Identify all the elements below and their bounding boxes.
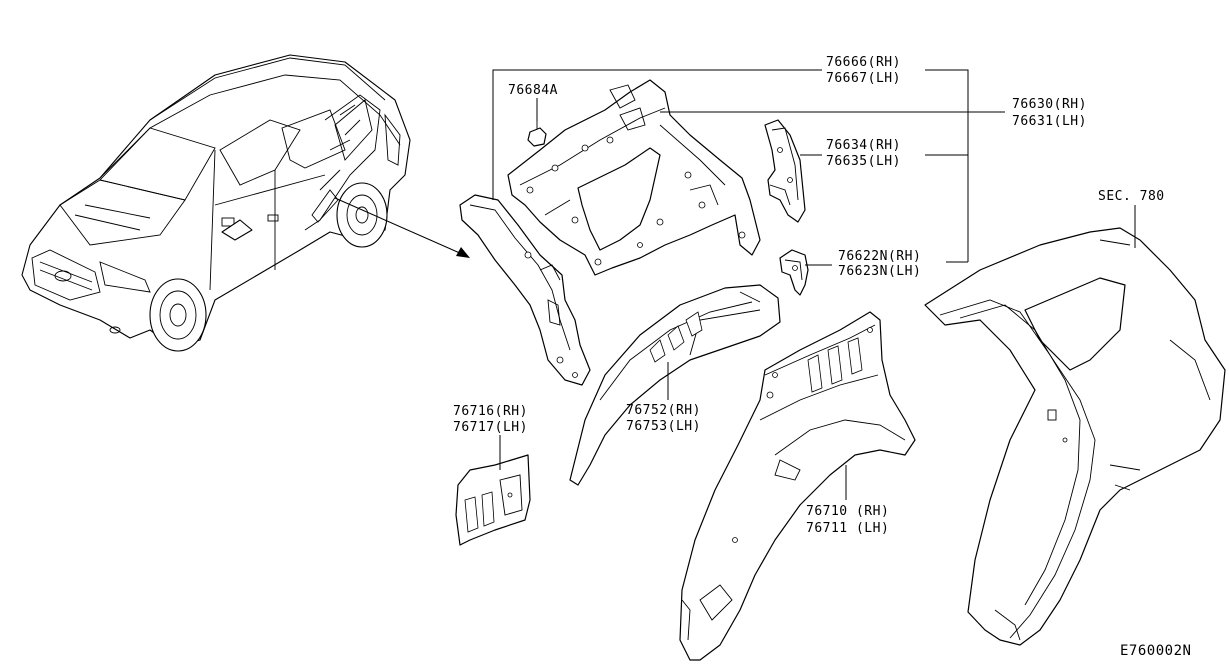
callout-76634: 76634(RH) bbox=[826, 138, 901, 153]
inner-rear-panel-part bbox=[507, 79, 761, 276]
callout-76667: 76667(LH) bbox=[826, 71, 901, 86]
callout-labels: 76666(RH) 76667(LH) 76684A 76630(RH) 766… bbox=[453, 55, 1191, 659]
callout-76623n: 76623N(LH) bbox=[838, 264, 921, 279]
callout-76684a: 76684A bbox=[508, 83, 558, 98]
bracket-part bbox=[764, 119, 806, 223]
small-panel-part bbox=[455, 454, 531, 546]
callout-76666: 76666(RH) bbox=[826, 55, 901, 70]
clip-part bbox=[527, 121, 547, 147]
wheel-arch-part bbox=[569, 284, 781, 486]
leader-lines bbox=[492, 69, 1136, 500]
callout-76717: 76717(LH) bbox=[453, 420, 528, 435]
small-bracket-part bbox=[779, 249, 809, 296]
outer-body-side-part bbox=[924, 227, 1226, 646]
callout-76752: 76752(RH) bbox=[626, 403, 701, 418]
callout-76753: 76753(LH) bbox=[626, 419, 701, 434]
vehicle-illustration bbox=[21, 54, 411, 352]
callout-76716: 76716(RH) bbox=[453, 404, 528, 419]
callout-76710: 76710 (RH) bbox=[806, 504, 889, 519]
callout-76622n: 76622N(RH) bbox=[838, 249, 921, 264]
rear-pillar-part bbox=[459, 194, 591, 386]
inner-wheelhouse-part bbox=[679, 311, 916, 661]
callout-76635: 76635(LH) bbox=[826, 154, 901, 169]
callout-76631: 76631(LH) bbox=[1012, 114, 1087, 129]
callout-76630: 76630(RH) bbox=[1012, 97, 1087, 112]
callout-sec-780: SEC. 780 bbox=[1098, 189, 1165, 204]
diagram-code: E760002N bbox=[1120, 643, 1191, 659]
callout-76711: 76711 (LH) bbox=[806, 521, 889, 536]
pointer-arrow bbox=[334, 197, 470, 258]
